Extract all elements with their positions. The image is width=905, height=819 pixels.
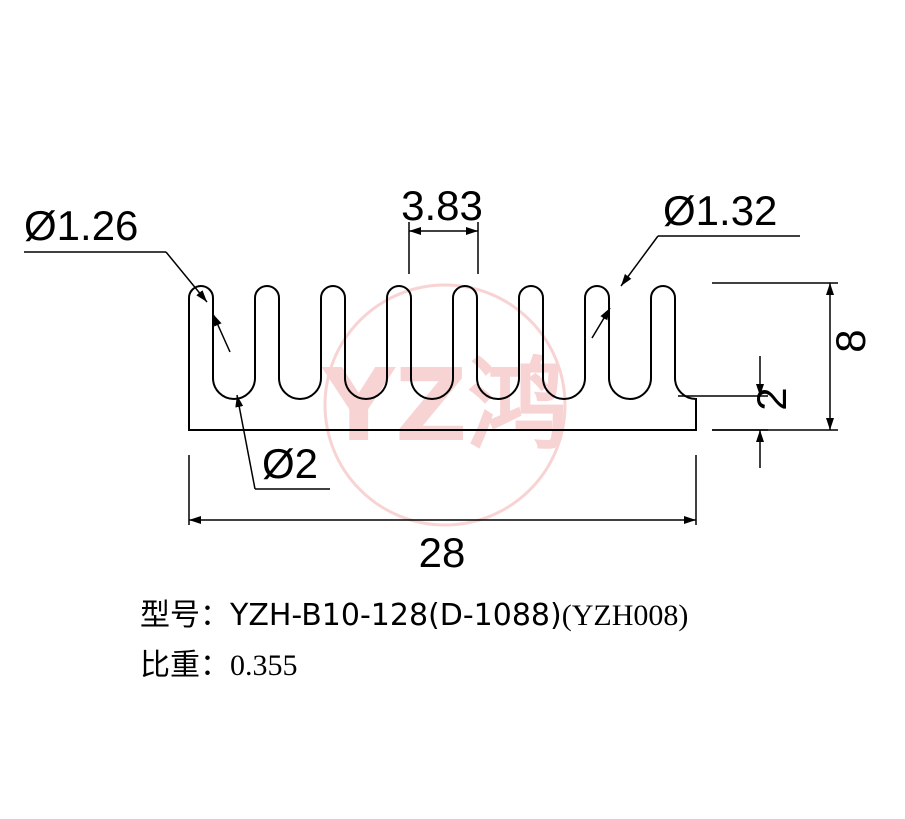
- leader-tip-diameter-left: [24, 251, 231, 353]
- watermark-logo-icon: YZ鸿: [322, 283, 568, 527]
- gravity-label: 比重：: [140, 648, 230, 683]
- caption-model: 型号：YZH-B10-128(D-1088)(YZH008): [140, 590, 688, 634]
- leader-root-diameter: [235, 394, 330, 490]
- dimension-fin-pitch: [408, 222, 479, 274]
- dimension-total-width: [188, 455, 697, 525]
- watermark-text: YZ鸿: [322, 347, 568, 464]
- model-label: 型号：: [140, 598, 230, 633]
- leader-tip-diameter-right: [591, 235, 800, 339]
- gravity-value: 0.355: [230, 649, 298, 682]
- dim-total-height-label: 8: [827, 329, 874, 352]
- model-value: YZH-B10-128(D-1088): [230, 598, 562, 633]
- dim-fin-pitch-label: 3.83: [401, 182, 483, 229]
- dim-tip-diameter-left-label: Ø1.26: [24, 202, 138, 249]
- dim-base-thickness-label: 2: [748, 387, 795, 410]
- model-alt: (YZH008): [561, 599, 689, 632]
- dim-root-diameter-label: Ø2: [262, 440, 318, 487]
- heatsink-profile: [188, 285, 697, 431]
- caption-gravity: 比重：0.355: [140, 640, 298, 684]
- dimension-base-thickness: [678, 356, 768, 468]
- dim-total-width-label: 28: [419, 529, 466, 576]
- dim-tip-diameter-right-label: Ø1.32: [663, 187, 777, 234]
